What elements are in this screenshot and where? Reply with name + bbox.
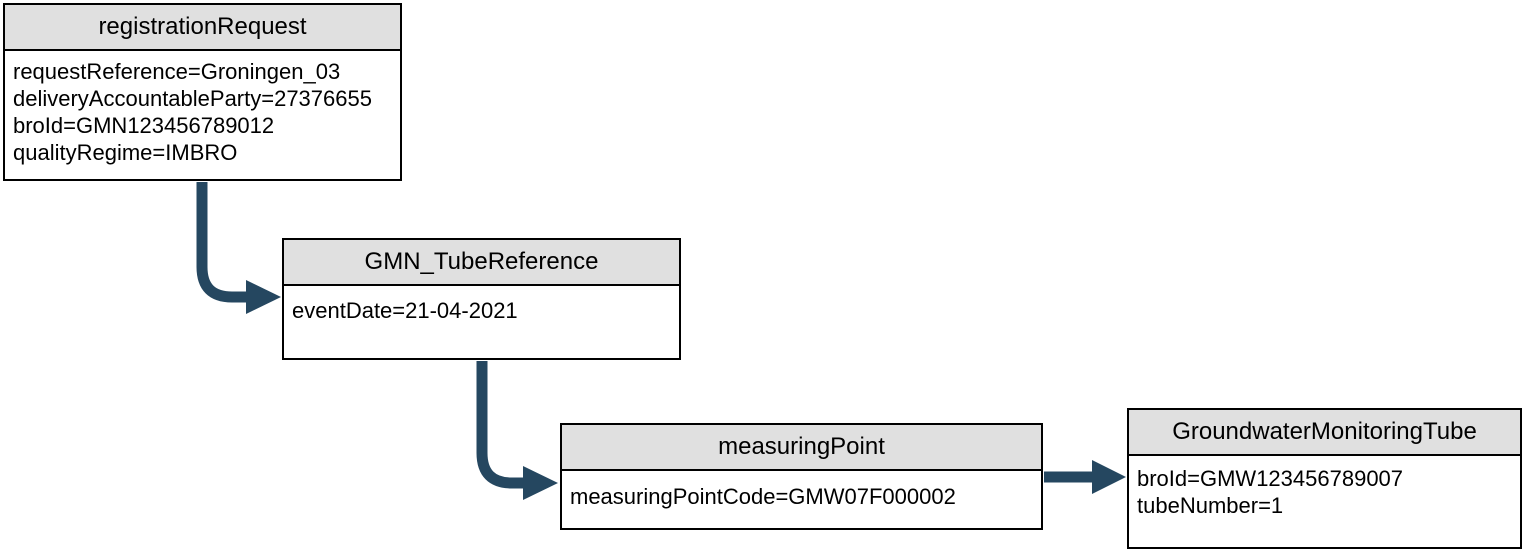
attribute-line: deliveryAccountableParty=27376655: [13, 86, 372, 111]
arrowhead-icon: [1092, 460, 1126, 494]
node-attributes: measuringPointCode=GMW07F000002: [562, 471, 1041, 517]
attribute-line: qualityRegime=IMBRO: [13, 140, 238, 165]
node-title: measuringPoint: [562, 425, 1041, 471]
attribute-line: broId=GMN123456789012: [13, 113, 275, 138]
node-groundwater-monitoring-tube: GroundwaterMonitoringTube broId=GMW12345…: [1127, 408, 1522, 549]
node-attributes: broId=GMW123456789007 tubeNumber=1: [1129, 456, 1520, 526]
connector-GMN_TubeReference-to-measuringPoint: [476, 361, 558, 500]
node-title: GMN_TubeReference: [284, 240, 679, 286]
node-gmn-tube-reference: GMN_TubeReference eventDate=21-04-2021: [282, 238, 681, 360]
connector-registrationRequest-to-GMN_TubeReference: [196, 182, 281, 314]
attribute-line: broId=GMW123456789007: [1137, 466, 1404, 491]
node-title: registrationRequest: [5, 5, 400, 51]
attribute-line: measuringPointCode=GMW07F000002: [570, 484, 956, 509]
attribute-line: requestReference=Groningen_03: [13, 59, 341, 84]
arrowhead-icon: [523, 466, 558, 500]
attribute-line: tubeNumber=1: [1137, 493, 1284, 518]
arrowhead-icon: [246, 280, 281, 314]
node-title: GroundwaterMonitoringTube: [1129, 410, 1520, 456]
node-attributes: requestReference=Groningen_03 deliveryAc…: [5, 51, 400, 173]
node-registration-request: registrationRequest requestReference=Gro…: [3, 3, 402, 181]
node-measuring-point: measuringPoint measuringPointCode=GMW07F…: [560, 423, 1043, 530]
node-attributes: eventDate=21-04-2021: [284, 286, 679, 331]
connector-measuringPoint-to-GroundwaterMonitoringTube: [1044, 460, 1126, 494]
attribute-line: eventDate=21-04-2021: [292, 298, 518, 323]
